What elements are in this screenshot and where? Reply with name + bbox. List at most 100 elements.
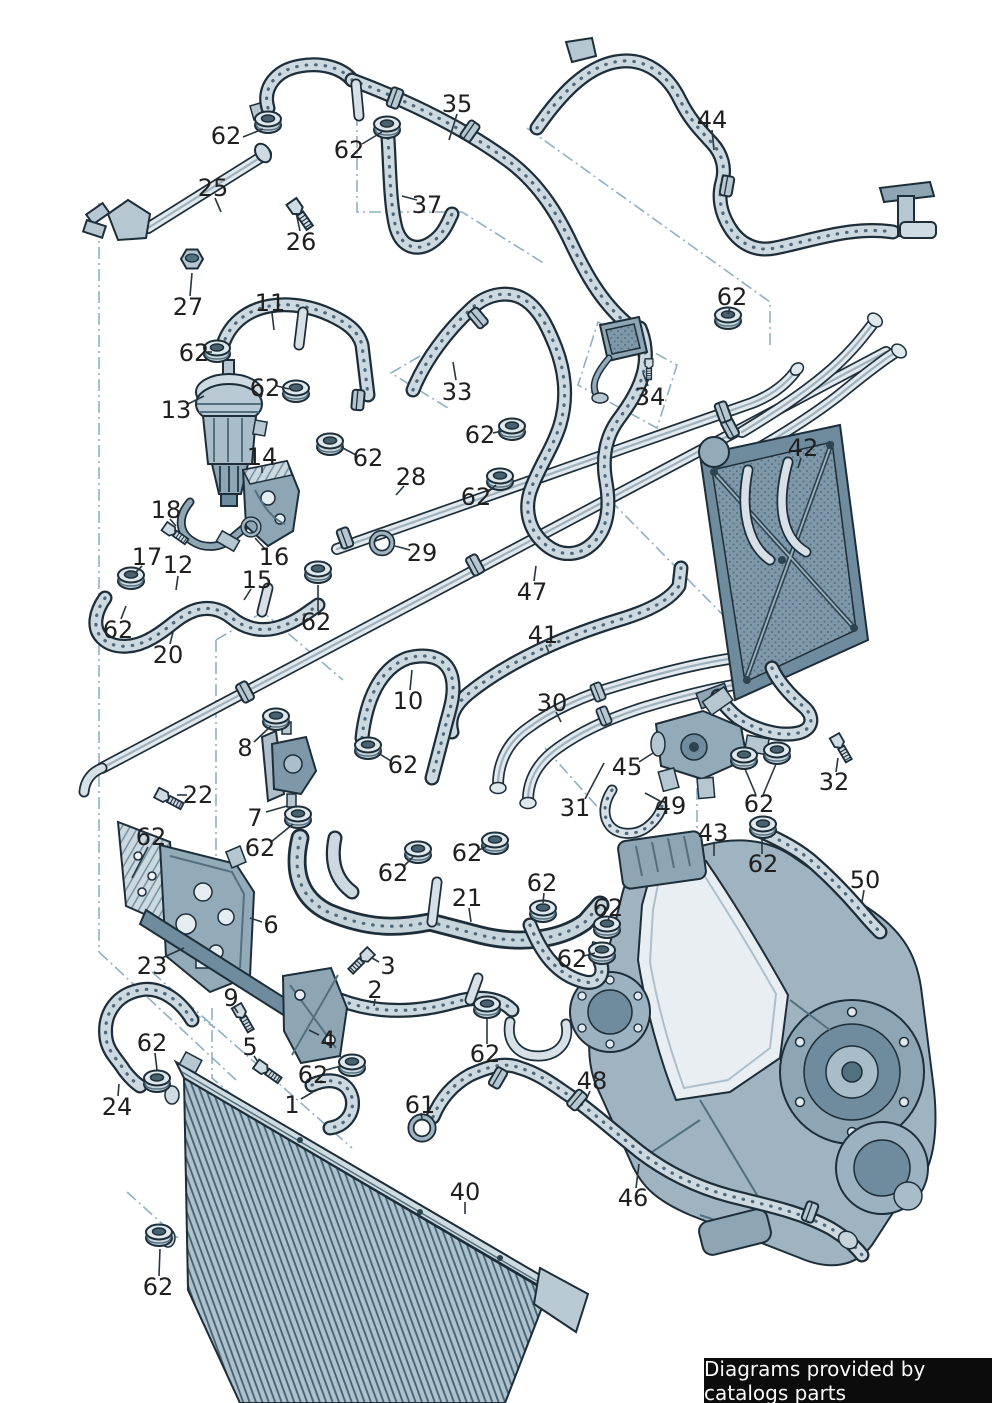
part-label-9: 9 — [223, 984, 238, 1012]
cooler-42 — [695, 423, 870, 710]
part-label-32: 32 — [819, 768, 850, 796]
part-label-62: 62 — [461, 483, 492, 511]
hose-50 — [760, 830, 882, 934]
part-label-62: 62 — [211, 122, 242, 150]
hose-10 — [360, 654, 455, 780]
label-leader — [762, 763, 777, 796]
hose-49 — [603, 788, 664, 835]
hose-1 — [310, 1079, 355, 1130]
label-leader — [448, 113, 458, 141]
part-label-62: 62 — [465, 421, 496, 449]
part-label-42: 42 — [788, 434, 819, 462]
label-leader — [533, 565, 537, 582]
bolt-5 — [252, 1058, 284, 1086]
footer-credit-bar: Diagrams provided by catalogs parts — [704, 1356, 992, 1403]
part-label-27: 27 — [173, 293, 204, 321]
part-label-40: 40 — [450, 1178, 481, 1206]
part-label-37: 37 — [412, 191, 443, 219]
bolt-3 — [346, 946, 376, 976]
label-leader — [117, 1083, 120, 1097]
transmission — [569, 830, 937, 1267]
part-label-13: 13 — [161, 396, 192, 424]
part-label-49: 49 — [656, 792, 687, 820]
label-leader — [361, 131, 383, 145]
label-leader — [394, 545, 411, 551]
part-label-62: 62 — [137, 1029, 168, 1057]
label-leader — [253, 725, 272, 743]
label-leader — [189, 272, 193, 297]
label-leader — [169, 518, 177, 527]
part-label-62: 62 — [557, 945, 588, 973]
part-label-62: 62 — [301, 608, 332, 636]
label-leader — [325, 1065, 342, 1071]
aux-water-pump-13 — [195, 359, 268, 507]
label-leader — [401, 195, 418, 201]
part-label-4: 4 — [320, 1026, 335, 1054]
hose-33 — [411, 292, 647, 555]
part-label-62: 62 — [334, 136, 365, 164]
part-label-62: 62 — [593, 894, 624, 922]
label-leader — [187, 395, 205, 405]
label-leader — [233, 1006, 239, 1014]
label-leader — [542, 892, 545, 904]
label-leader — [452, 361, 457, 381]
label-leader — [175, 575, 179, 591]
label-leader — [265, 805, 288, 813]
bracket-34 — [590, 315, 654, 404]
part-label-30: 30 — [537, 689, 568, 717]
part-label-12: 12 — [163, 551, 194, 579]
label-leader — [402, 856, 414, 868]
hose-12-15 — [90, 592, 324, 652]
part-label-2: 2 — [367, 976, 382, 1004]
label-leader — [861, 889, 865, 903]
hose-30-curl — [716, 666, 813, 736]
label-leader — [744, 768, 757, 796]
part-label-33: 33 — [442, 378, 473, 406]
label-leader — [308, 1029, 320, 1036]
label-leader — [835, 757, 839, 773]
part-label-62: 62 — [717, 283, 748, 311]
part-label-18: 18 — [151, 496, 182, 524]
label-leader — [409, 669, 413, 691]
part-label-16: 16 — [259, 543, 290, 571]
label-leader — [158, 1248, 161, 1277]
footer-credit-text: Diagrams provided by catalogs parts — [704, 1356, 926, 1403]
label-leader — [711, 129, 715, 151]
part-label-43: 43 — [698, 819, 729, 847]
part-label-23: 23 — [137, 952, 168, 980]
bracket-4 — [281, 966, 349, 1065]
part-label-62: 62 — [388, 751, 419, 779]
part-label-17: 17 — [132, 543, 163, 571]
label-leader — [249, 917, 263, 923]
nut-27 — [180, 248, 204, 270]
part-label-21: 21 — [452, 884, 483, 912]
label-leader — [487, 484, 497, 493]
part-label-8: 8 — [237, 734, 252, 762]
coolant-valve-45 — [650, 685, 770, 800]
part-label-11: 11 — [255, 289, 286, 317]
hose-35-arch — [261, 59, 358, 114]
part-label-28: 28 — [396, 463, 427, 491]
bolt-26 — [285, 197, 316, 233]
part-label-61: 61 — [405, 1091, 436, 1119]
label-leader — [300, 1091, 314, 1100]
part-label-62: 62 — [103, 616, 134, 644]
label-leader — [797, 457, 802, 469]
part-label-1: 1 — [284, 1091, 299, 1119]
part-label-6: 6 — [263, 911, 278, 939]
hose-36 — [528, 923, 604, 985]
hose-41 — [449, 566, 683, 734]
label-leader — [214, 197, 222, 213]
label-leader — [638, 752, 654, 763]
label-leader — [254, 537, 267, 551]
part-label-41: 41 — [528, 621, 559, 649]
label-leader — [545, 644, 550, 654]
part-label-47: 47 — [517, 578, 548, 606]
part-label-44: 44 — [697, 106, 728, 134]
part-label-24: 24 — [102, 1093, 133, 1121]
part-label-7: 7 — [247, 804, 262, 832]
hose-21 — [290, 831, 607, 947]
